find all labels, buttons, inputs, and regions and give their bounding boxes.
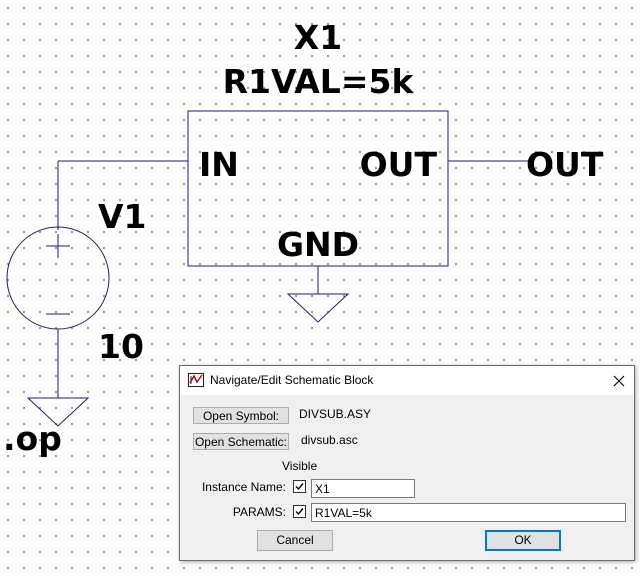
visible-column-header: Visible (282, 459, 318, 473)
block-param-text[interactable]: R1VAL=5k (223, 62, 415, 101)
open-schematic-button[interactable]: Open Schematic: (193, 433, 289, 450)
pin-out-label: OUT (360, 145, 438, 184)
pin-gnd-label: GND (277, 225, 359, 264)
schematic-file-name: divsub.asc (301, 433, 358, 447)
instance-name-input[interactable] (311, 479, 415, 498)
spice-directive[interactable]: .op (3, 419, 62, 458)
close-icon (613, 375, 625, 386)
net-out-label[interactable]: OUT (526, 145, 604, 184)
open-symbol-button[interactable]: Open Symbol: (193, 407, 289, 424)
checkmark-icon (295, 483, 304, 491)
checkmark-icon (295, 508, 304, 516)
instance-name-label: Instance Name: (201, 480, 286, 494)
block-instance-name[interactable]: X1 (294, 18, 342, 57)
pin-in-label: IN (199, 145, 239, 184)
voltage-source-v1[interactable] (6, 226, 110, 330)
dialog-title: Navigate/Edit Schematic Block (210, 373, 374, 387)
schematic-block[interactable] (187, 110, 449, 267)
ground-symbol-block[interactable] (286, 293, 350, 323)
ground-symbol-source[interactable] (26, 397, 90, 427)
ltspice-app-icon (188, 373, 204, 387)
source-value-label[interactable]: 10 (98, 327, 144, 366)
navigate-edit-dialog: Navigate/Edit Schematic Block Open Symbo… (179, 365, 635, 561)
cancel-button[interactable]: Cancel (257, 530, 333, 551)
instance-name-visible-checkbox[interactable] (293, 480, 306, 493)
symbol-file-name: DIVSUB.ASY (299, 407, 372, 421)
ok-button[interactable]: OK (485, 530, 561, 551)
params-label: PARAMS: (232, 505, 286, 519)
params-visible-checkbox[interactable] (293, 505, 306, 518)
params-input[interactable] (311, 503, 626, 522)
dialog-titlebar[interactable]: Navigate/Edit Schematic Block (180, 366, 634, 395)
source-name-label[interactable]: V1 (98, 197, 147, 236)
close-button[interactable] (604, 366, 634, 395)
